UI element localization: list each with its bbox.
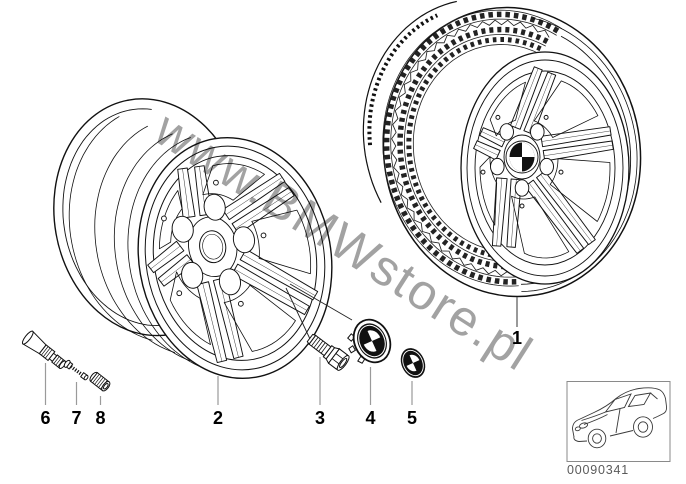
pointer-line-bolt: [285, 287, 311, 340]
callout-8: 8: [95, 408, 106, 428]
bmw-roundel-icon: [367, 330, 381, 341]
callout-4: 4: [365, 408, 376, 428]
alloy-wheel: [53, 98, 333, 380]
bmw-emblem: [400, 348, 426, 378]
thumbnail-box: [566, 381, 671, 462]
callout-3: 3: [314, 408, 326, 428]
leader-lines: [44, 297, 518, 405]
callout-5: 5: [406, 408, 418, 428]
wheel-tire-assembly: [460, 51, 630, 285]
callout-6: 6: [40, 408, 51, 428]
callout-7: 7: [71, 408, 82, 428]
car-thumbnail: [566, 381, 671, 462]
valve-stem: [21, 330, 67, 369]
hub-cap: [347, 318, 392, 364]
diagram-code: 00090341: [567, 463, 630, 477]
valve-core: [63, 359, 89, 381]
valve-cap: [89, 371, 111, 392]
callout-1: 1: [511, 328, 523, 348]
bmw-roundel-icon: [409, 354, 420, 363]
pointer-line-cap: [289, 283, 353, 321]
callout-2: 2: [212, 408, 224, 428]
wheel-bolt: [306, 333, 350, 371]
